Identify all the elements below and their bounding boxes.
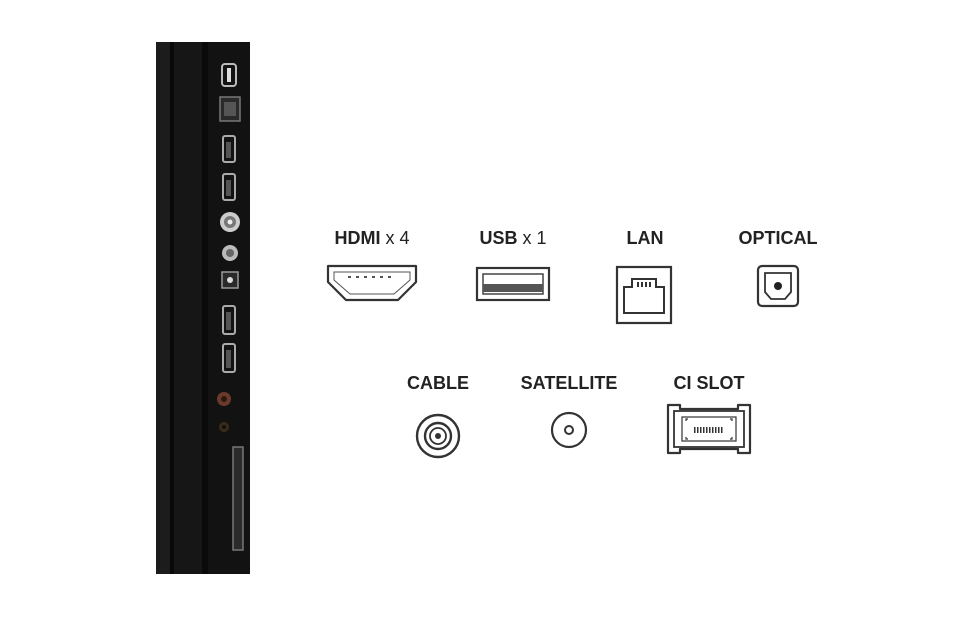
panel-headphone-jack-icon bbox=[219, 422, 229, 432]
usb-label: USB x 1 bbox=[466, 228, 560, 249]
panel-ci-slot-icon bbox=[232, 446, 244, 551]
tv-side-panel bbox=[156, 42, 250, 574]
ethernet-port-icon bbox=[615, 265, 673, 325]
cable-label: CABLE bbox=[407, 373, 469, 393]
panel-lan-port-icon bbox=[219, 96, 241, 122]
ci-card-icon bbox=[666, 403, 752, 455]
panel-hdmi-port-icon bbox=[222, 305, 236, 335]
panel-hdmi-port-icon bbox=[222, 135, 236, 163]
panel-usb-port-icon bbox=[221, 63, 237, 87]
panel-satellite-connector-icon bbox=[222, 245, 238, 261]
hdmi-label: HDMI x 4 bbox=[322, 228, 422, 249]
panel-cable-connector-icon bbox=[220, 212, 240, 232]
optical-port-icon bbox=[756, 264, 800, 308]
hdmi-name: HDMI bbox=[334, 228, 381, 248]
usb-count: x 1 bbox=[522, 228, 547, 248]
ci-slot-label: CI SLOT bbox=[673, 373, 745, 393]
usb-name: USB bbox=[479, 228, 518, 248]
panel-hdmi-port-icon bbox=[222, 343, 236, 373]
optical-label: OPTICAL bbox=[738, 228, 818, 248]
satellite-label: SATELLITE bbox=[520, 373, 618, 393]
usb-port-icon bbox=[475, 266, 551, 302]
panel-audio-jack-icon bbox=[217, 392, 231, 406]
hdmi-count: x 4 bbox=[385, 228, 410, 248]
satellite-connector-icon bbox=[550, 411, 588, 449]
lan-label: LAN bbox=[626, 228, 664, 248]
panel-optical-port-icon bbox=[221, 271, 239, 289]
coaxial-connector-icon bbox=[415, 413, 461, 459]
panel-hdmi-port-icon bbox=[222, 173, 236, 201]
hdmi-port-icon bbox=[326, 264, 418, 302]
